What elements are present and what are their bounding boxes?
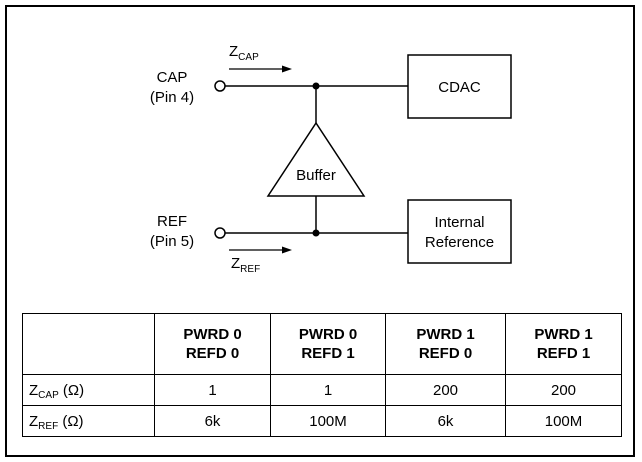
table-cell: 100M <box>505 405 622 437</box>
figure-frame <box>5 5 635 457</box>
header-cell-empty <box>22 313 155 375</box>
row-label-z-cap: ZCAP (Ω) <box>22 374 155 406</box>
cap-pin-name: CAP <box>157 69 188 86</box>
internal-reference-box <box>407 199 512 264</box>
table-cell: 6k <box>154 405 271 437</box>
z-ref-arrow-head <box>282 246 292 254</box>
ref-pin-name: REF <box>157 213 187 230</box>
z-cap-arrow-head <box>282 65 292 73</box>
z-cap-label: ZCAP <box>229 43 259 63</box>
table-row: ZCAP (Ω) 1 1 200 200 <box>22 374 622 406</box>
table-row: ZREF (Ω) 6k 100M 6k 100M <box>22 405 622 437</box>
internal-reference-line1: Internal <box>434 214 484 231</box>
cdac-label: CDAC <box>438 79 481 96</box>
table-cell: 6k <box>385 405 506 437</box>
internal-reference-line2: Reference <box>425 234 494 251</box>
table-cell: 100M <box>270 405 386 437</box>
ref-pin-number: (Pin 5) <box>150 233 194 250</box>
table-cell: 1 <box>154 374 271 406</box>
cap-pin-number: (Pin 4) <box>150 89 194 106</box>
ref-pin-terminal <box>214 227 226 239</box>
buffer-triangle <box>266 121 366 197</box>
cap-pin-terminal <box>214 80 226 92</box>
row-label-z-ref: ZREF (Ω) <box>22 405 155 437</box>
ref-junction-dot <box>312 229 320 237</box>
table-cell: 1 <box>270 374 386 406</box>
table-cell: 200 <box>505 374 622 406</box>
buffer-label: Buffer <box>296 167 336 184</box>
z-ref-label: ZREF <box>231 255 260 275</box>
table-cell: 200 <box>385 374 506 406</box>
cdac-box <box>407 54 512 119</box>
circuit-diagram: CAP (Pin 4) ZCAP CDAC Buffer REF (Pin 5)… <box>150 43 512 275</box>
